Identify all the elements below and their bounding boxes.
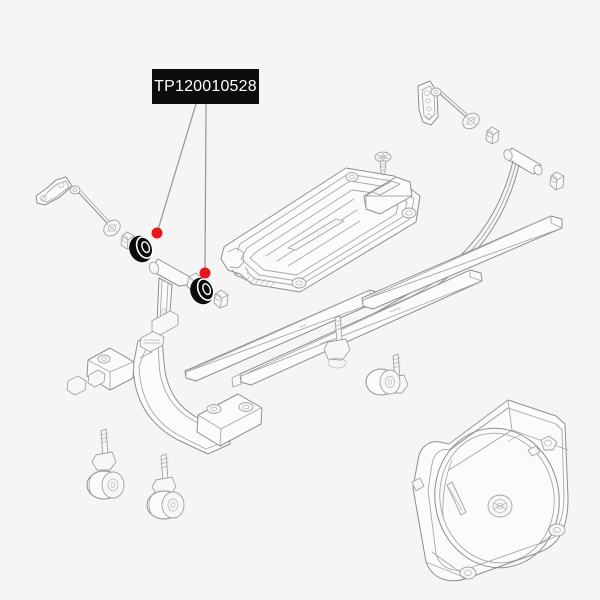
bushing-ring-right <box>190 277 215 305</box>
highlight-marker-left <box>151 227 163 239</box>
leader-line-left <box>156 103 197 234</box>
fastener-screw <box>374 151 392 176</box>
rail-segment-short <box>361 215 563 310</box>
bushing-ring-left <box>129 235 154 263</box>
part-number-callout[interactable]: TP120010528 <box>152 69 259 104</box>
caster-wheel-1 <box>86 428 125 500</box>
caster-wheel-4 <box>365 353 409 396</box>
curved-support-bracket <box>66 310 263 455</box>
caster-wheel-2 <box>146 453 185 520</box>
storage-carry-bag <box>411 399 569 582</box>
end-cap-right-a <box>485 126 500 145</box>
deck-platform-panel <box>220 167 421 293</box>
part-number-label: TP120010528 <box>154 77 257 95</box>
caster-wheel-3 <box>323 315 351 369</box>
end-cap-right-b <box>549 171 565 191</box>
link-rod-left <box>35 176 121 237</box>
base-frame-rail-lower <box>231 269 483 388</box>
link-rod-right <box>417 80 480 130</box>
leader-line-right <box>204 103 207 274</box>
highlight-marker-right <box>199 267 211 279</box>
end-cap-left-b <box>213 289 229 309</box>
callout-leaders <box>151 103 211 279</box>
